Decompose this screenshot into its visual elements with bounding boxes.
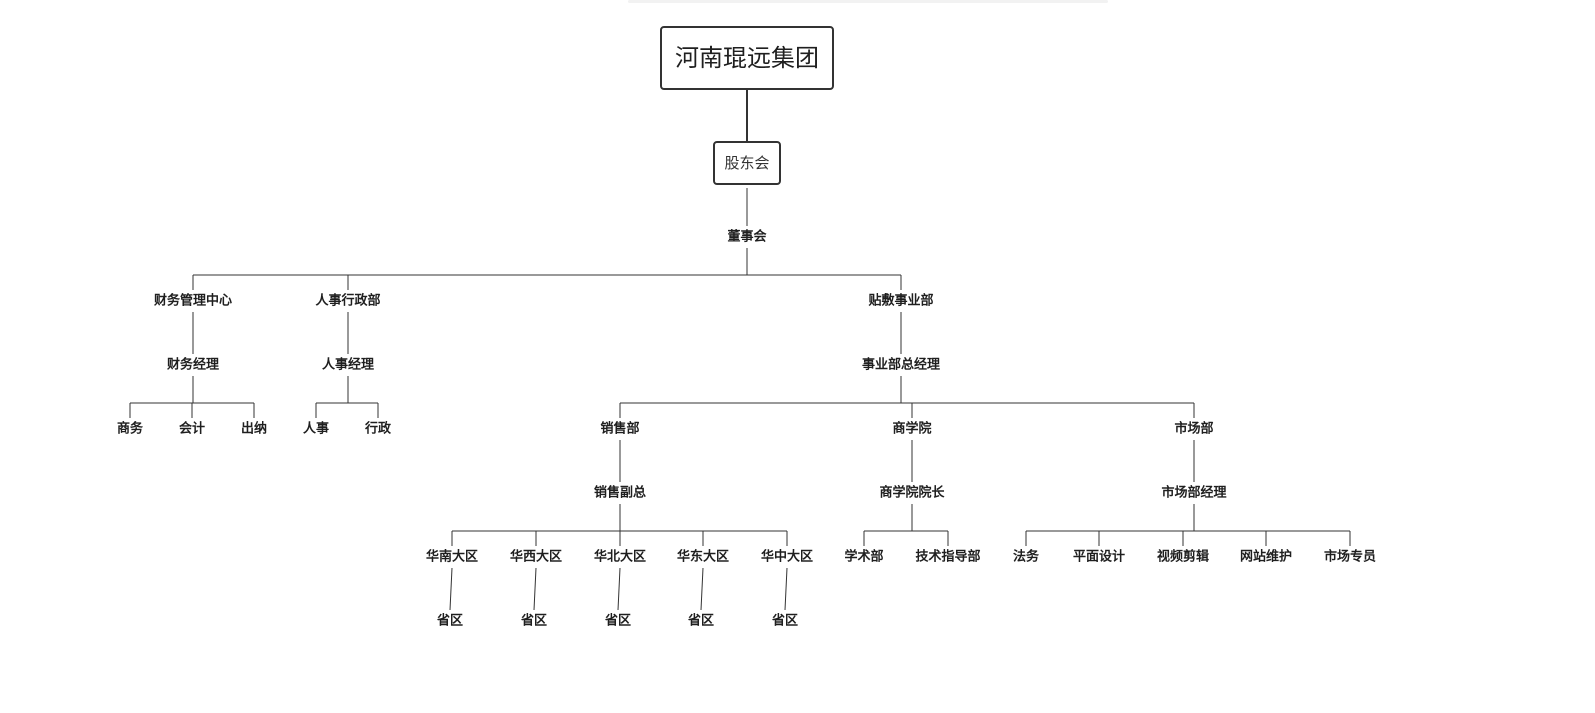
org-node-administration: 行政	[364, 421, 392, 437]
org-node-label: 销售副总	[594, 485, 646, 501]
org-node-label: 事业部总经理	[862, 357, 940, 373]
org-node-province-west: 省区	[520, 613, 547, 629]
org-node-label: 行政	[364, 421, 392, 437]
org-node-label: 省区	[687, 613, 714, 629]
org-node-paste-division: 贴敷事业部	[868, 293, 933, 309]
org-node-hr-manager: 人事经理	[322, 357, 374, 373]
org-node-label: 市场专员	[1324, 549, 1376, 565]
org-node-market-specialist: 市场专员	[1324, 549, 1376, 565]
top-scroll-indicator	[628, 0, 1108, 3]
org-node-board: 董事会	[727, 229, 767, 245]
org-node-west-china: 华西大区	[510, 549, 562, 565]
org-node-label: 华西大区	[510, 549, 562, 565]
org-node-label: 市场部经理	[1161, 485, 1226, 501]
org-node-personnel: 人事	[303, 421, 329, 437]
org-node-shareholders: 股东会	[713, 141, 781, 185]
org-node-label: 贴敷事业部	[868, 293, 933, 309]
org-node-central-china: 华中大区	[761, 549, 813, 565]
org-node-finance-manager: 财务经理	[167, 357, 219, 373]
org-node-label: 人事经理	[322, 357, 374, 373]
org-node-label: 法务	[1013, 549, 1040, 565]
org-node-label: 省区	[604, 613, 631, 629]
org-node-market-manager: 市场部经理	[1161, 485, 1226, 501]
org-node-box	[713, 141, 781, 185]
org-node-label: 会计	[179, 421, 205, 437]
org-node-box	[660, 26, 834, 90]
org-node-label: 商学院	[892, 421, 931, 437]
org-node-north-china: 华北大区	[594, 549, 646, 565]
org-node-finance-center: 财务管理中心	[154, 293, 232, 309]
org-node-label: 财务经理	[167, 357, 219, 373]
org-node-business: 商务	[117, 421, 144, 437]
org-node-label: 销售部	[600, 421, 639, 437]
org-node-label: 董事会	[727, 229, 767, 245]
org-node-market-dept: 市场部	[1174, 421, 1213, 437]
org-node-division-gm: 事业部总经理	[862, 357, 940, 373]
connector-central_china-province_central	[784, 567, 788, 611]
org-node-label: 平面设计	[1073, 549, 1125, 565]
org-node-web-maintenance: 网站维护	[1240, 549, 1292, 565]
connector-west_china-province_west	[533, 567, 537, 611]
org-node-root: 河南琨远集团	[660, 26, 834, 90]
org-node-label: 学术部	[844, 549, 883, 565]
org-node-accounting: 会计	[179, 421, 205, 437]
org-node-province-east: 省区	[687, 613, 714, 629]
org-node-academy-dean: 商学院院长	[879, 485, 945, 501]
org-node-label: 省区	[436, 613, 463, 629]
org-node-label: 技术指导部	[915, 549, 980, 565]
org-node-south-china: 华南大区	[426, 549, 478, 565]
org-node-label: 网站维护	[1240, 549, 1292, 565]
org-node-tech-guidance: 技术指导部	[915, 549, 980, 565]
org-node-province-north: 省区	[604, 613, 631, 629]
org-node-sales-vp: 销售副总	[594, 485, 646, 501]
org-node-label: 股东会	[724, 154, 769, 172]
org-node-label: 出纳	[241, 421, 267, 437]
org-chart-edges	[129, 89, 1351, 611]
org-node-label: 河南琨远集团	[675, 44, 819, 72]
connector-north_china-province_north	[617, 567, 621, 611]
org-node-cashier: 出纳	[241, 421, 267, 437]
org-node-label: 人事行政部	[315, 293, 380, 309]
org-node-legal: 法务	[1013, 549, 1040, 565]
org-node-label: 华南大区	[426, 549, 478, 565]
org-node-academic: 学术部	[844, 549, 883, 565]
org-node-sales-dept: 销售部	[600, 421, 639, 437]
org-node-label: 市场部	[1174, 421, 1213, 437]
org-node-label: 省区	[520, 613, 547, 629]
org-node-label: 省区	[771, 613, 798, 629]
connector-east_china-province_east	[700, 567, 704, 611]
org-node-label: 人事	[303, 421, 329, 437]
org-node-province-central: 省区	[771, 613, 798, 629]
connector-south_china-province_south	[449, 567, 453, 611]
org-node-label: 华中大区	[761, 549, 813, 565]
org-node-video-editing: 视频剪辑	[1157, 549, 1209, 565]
org-node-label: 财务管理中心	[154, 293, 232, 309]
org-node-label: 华北大区	[594, 549, 646, 565]
org-node-academy: 商学院	[892, 421, 931, 437]
org-node-label: 视频剪辑	[1157, 549, 1209, 565]
org-node-east-china: 华东大区	[677, 549, 729, 565]
org-node-graphic-design: 平面设计	[1073, 549, 1125, 565]
org-node-hr-admin: 人事行政部	[315, 293, 380, 309]
org-node-label: 华东大区	[677, 549, 729, 565]
org-node-label: 商学院院长	[879, 485, 945, 501]
org-node-province-south: 省区	[436, 613, 463, 629]
org-node-label: 商务	[117, 421, 144, 437]
